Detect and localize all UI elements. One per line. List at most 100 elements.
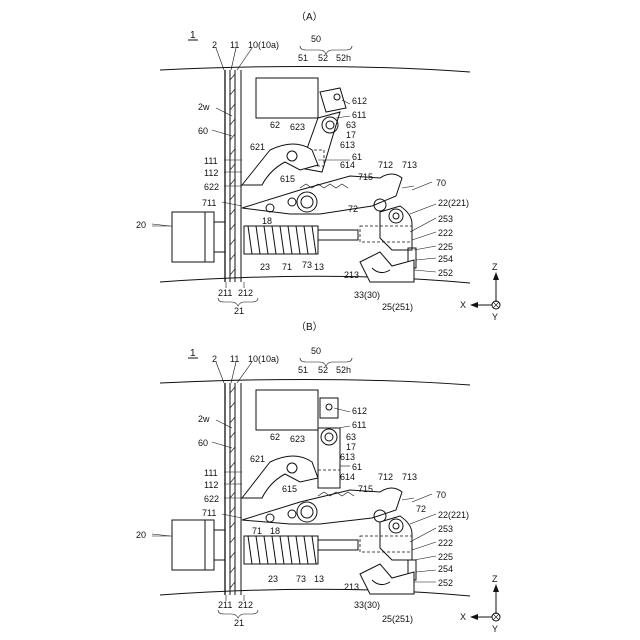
- part-label: 20: [136, 530, 146, 540]
- part-label: 10(10a): [248, 354, 279, 364]
- part-label: 72: [416, 504, 426, 514]
- part-label: 22(221): [438, 510, 469, 520]
- labels-b: 2 11 10(10a) 50 51 52 52h 2w 60 62 621 6…: [136, 346, 469, 628]
- part-label: 252: [438, 268, 453, 278]
- part-label: 615: [282, 484, 297, 494]
- part-label: 615: [280, 174, 295, 184]
- housing-bottom-edge: [160, 589, 470, 596]
- panel-caption: （A）: [296, 11, 323, 23]
- part-label: 23: [260, 262, 270, 272]
- part-label: 613: [340, 140, 355, 150]
- axis-indicator: Z X Y: [460, 262, 500, 322]
- part-label: 63: [346, 432, 356, 442]
- part-label: Y: [492, 624, 498, 634]
- part-label: 614: [340, 160, 355, 170]
- part-label: 11: [230, 40, 239, 50]
- part-label: 20: [136, 220, 146, 230]
- housing-bottom-edge: [160, 276, 470, 283]
- part-label: 611: [352, 420, 366, 430]
- brace-21: [218, 298, 258, 306]
- part-label: 21: [234, 306, 244, 316]
- part-label: 611: [352, 110, 366, 120]
- panel-a: （A） 1: [136, 11, 500, 322]
- part-label: 621: [250, 142, 265, 152]
- part-label: 70: [436, 490, 446, 500]
- part-label: 73: [302, 260, 312, 270]
- part-label: 112: [204, 480, 218, 490]
- part-label: 52: [318, 365, 328, 375]
- connector-20: [172, 520, 214, 570]
- part-label: 613: [340, 452, 355, 462]
- part-label: 52h: [336, 53, 351, 63]
- arrow-left-icon: [470, 614, 478, 620]
- part-label: Y: [492, 312, 498, 322]
- part-label: 10(10a): [248, 40, 279, 50]
- part-label: 622: [204, 494, 219, 504]
- arrow-up-icon: [493, 272, 499, 280]
- panel-caption: （B）: [296, 321, 323, 333]
- part-label: 63: [346, 120, 356, 130]
- part-label: 33(30): [354, 600, 380, 610]
- part-label: 712: [378, 472, 393, 482]
- part-label: 622: [204, 182, 219, 192]
- part-label: 252: [438, 578, 453, 588]
- part-label: 621: [250, 454, 265, 464]
- spring-23-coils: [248, 536, 316, 564]
- part-label: 25(251): [382, 614, 413, 624]
- part-label: 2w: [198, 414, 210, 424]
- part-label: 111: [204, 156, 218, 166]
- part-label: 711: [202, 508, 216, 518]
- part-label: 72: [348, 204, 358, 214]
- part-label: Z: [492, 262, 498, 272]
- part-label: 2: [212, 354, 217, 364]
- part-label: 60: [198, 438, 208, 448]
- part-label: 212: [238, 600, 253, 610]
- part-label: 60: [198, 126, 208, 136]
- box-51: [256, 390, 318, 430]
- arrow-up-icon: [493, 584, 499, 592]
- part-label: 211: [218, 600, 232, 610]
- wall-hatching: [230, 74, 235, 275]
- part-label: 51: [298, 365, 308, 375]
- part-label: 612: [352, 406, 367, 416]
- part-label: 13: [314, 262, 324, 272]
- part-label: 253: [438, 214, 453, 224]
- connector-20: [172, 212, 214, 262]
- part-label: 711: [202, 198, 216, 208]
- arrow-left-icon: [470, 302, 478, 308]
- housing-top-edge: [160, 66, 470, 72]
- part-label: 254: [438, 564, 453, 574]
- part-label: 23: [268, 574, 278, 584]
- part-label: 213: [344, 582, 359, 592]
- housing-top-edge: [160, 379, 470, 385]
- part-label: 612: [352, 96, 367, 106]
- part-label: 18: [262, 216, 272, 226]
- part-label: 62: [270, 432, 280, 442]
- part-label: 112: [204, 168, 218, 178]
- part-label: 222: [438, 538, 453, 548]
- part-label: 623: [290, 434, 305, 444]
- part-label: 13: [314, 574, 324, 584]
- part-label: 51: [298, 53, 308, 63]
- part-label: 61: [352, 462, 362, 472]
- part-label: 50: [311, 346, 321, 356]
- part-label: 2: [212, 40, 217, 50]
- part-label: 25(251): [382, 302, 413, 312]
- part-label: 213: [344, 270, 359, 280]
- panel-b: （B） 1: [136, 321, 500, 634]
- part-label: 715: [358, 172, 373, 182]
- wall-hatching: [230, 387, 235, 588]
- hook-25: [360, 252, 414, 282]
- part-label: 254: [438, 254, 453, 264]
- part-label: 71: [282, 262, 292, 272]
- part-label: 33(30): [354, 290, 380, 300]
- part-label: 211: [218, 288, 232, 298]
- part-52: [320, 398, 338, 418]
- figure-ref: 1: [190, 30, 196, 41]
- part-label: 614: [340, 472, 355, 482]
- part-label: 253: [438, 524, 453, 534]
- part-label: 17: [346, 442, 356, 452]
- part-label: 21: [234, 618, 244, 628]
- bar-13: [318, 230, 358, 240]
- part-label: 715: [358, 484, 373, 494]
